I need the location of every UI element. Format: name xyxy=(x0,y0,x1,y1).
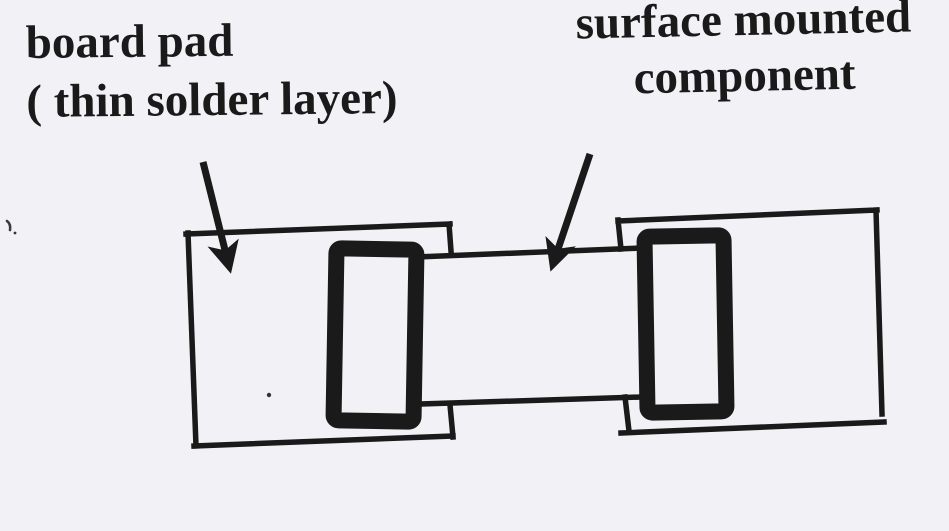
component-body-outline xyxy=(413,245,644,407)
scan-artifact-mark xyxy=(5,219,12,232)
arrow-to-board-pad xyxy=(199,161,239,274)
termination-right xyxy=(636,227,735,421)
board-pad-right-outline xyxy=(614,207,887,436)
scan-artifact-dot xyxy=(266,392,272,398)
scan-artifact-dot xyxy=(13,231,17,235)
termination-left xyxy=(325,240,425,430)
board-pad-left-outline xyxy=(183,221,456,449)
arrow-to-component xyxy=(545,152,594,272)
